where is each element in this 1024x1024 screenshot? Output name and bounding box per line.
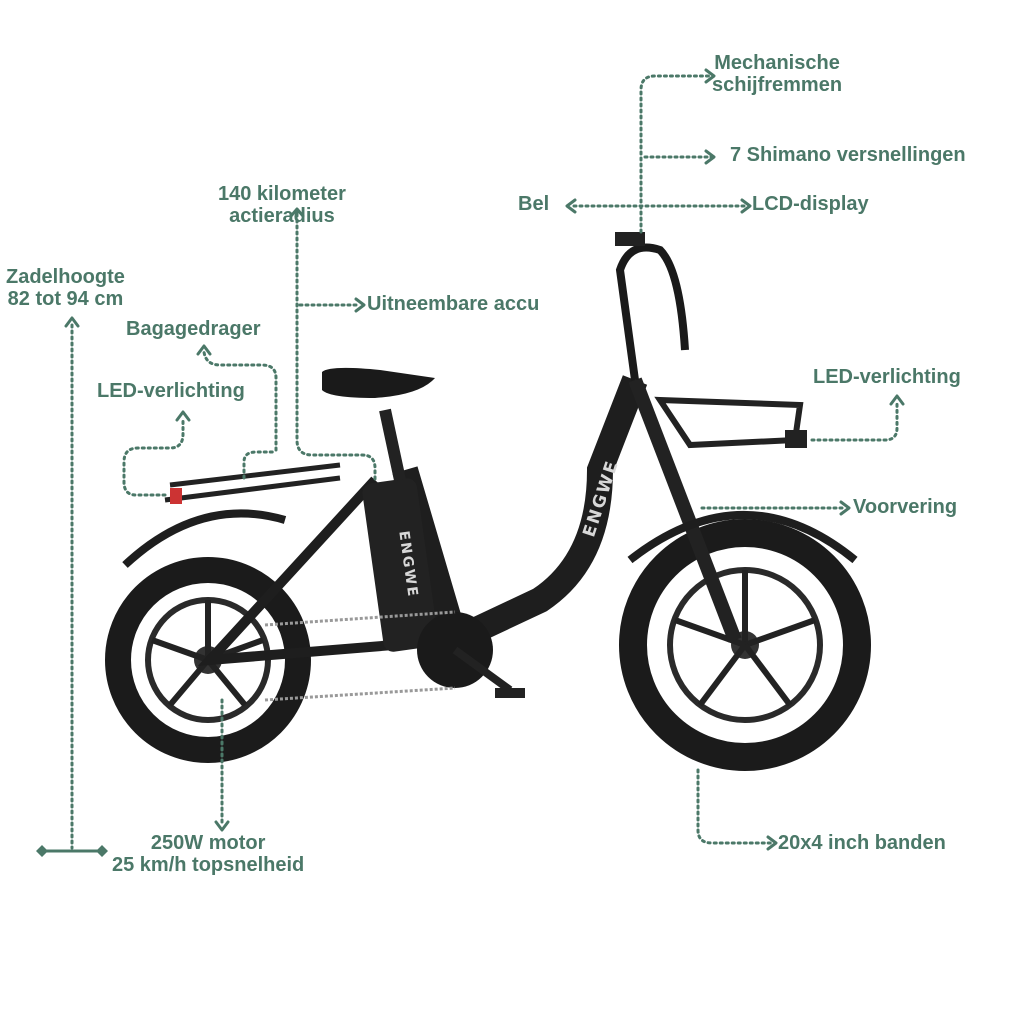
label-display: LCD-display	[752, 193, 869, 215]
label-rack: Bagagedrager	[126, 318, 261, 340]
label-brakes-line1: Mechanische	[714, 52, 840, 74]
label-rear-light: LED-verlichting	[97, 380, 245, 402]
label-gears: 7 Shimano versnellingen	[730, 144, 966, 166]
label-saddle-line2: 82 tot 94 cm	[7, 288, 124, 310]
label-suspension: Voorvering	[853, 496, 958, 518]
leader-lines	[36, 68, 905, 857]
label-range-line2: actieradius	[229, 205, 335, 227]
label-motor-line2: 25 km/h topsnelheid	[112, 854, 305, 876]
label-tires: 20x4 inch banden	[778, 832, 946, 854]
label-saddle-line1: Zadelhoogte	[6, 266, 125, 288]
bike-image: ENGWE ENGWE	[105, 232, 871, 771]
label-battery: Uitneembare accu	[367, 293, 540, 315]
label-range-line1: 140 kilometer	[218, 183, 346, 205]
label-bell: Bel	[518, 193, 550, 215]
label-brakes-line2: schijfremmen	[712, 74, 843, 96]
label-front-light: LED-verlichting	[813, 366, 961, 388]
label-motor-line1: 250W motor	[150, 832, 266, 854]
